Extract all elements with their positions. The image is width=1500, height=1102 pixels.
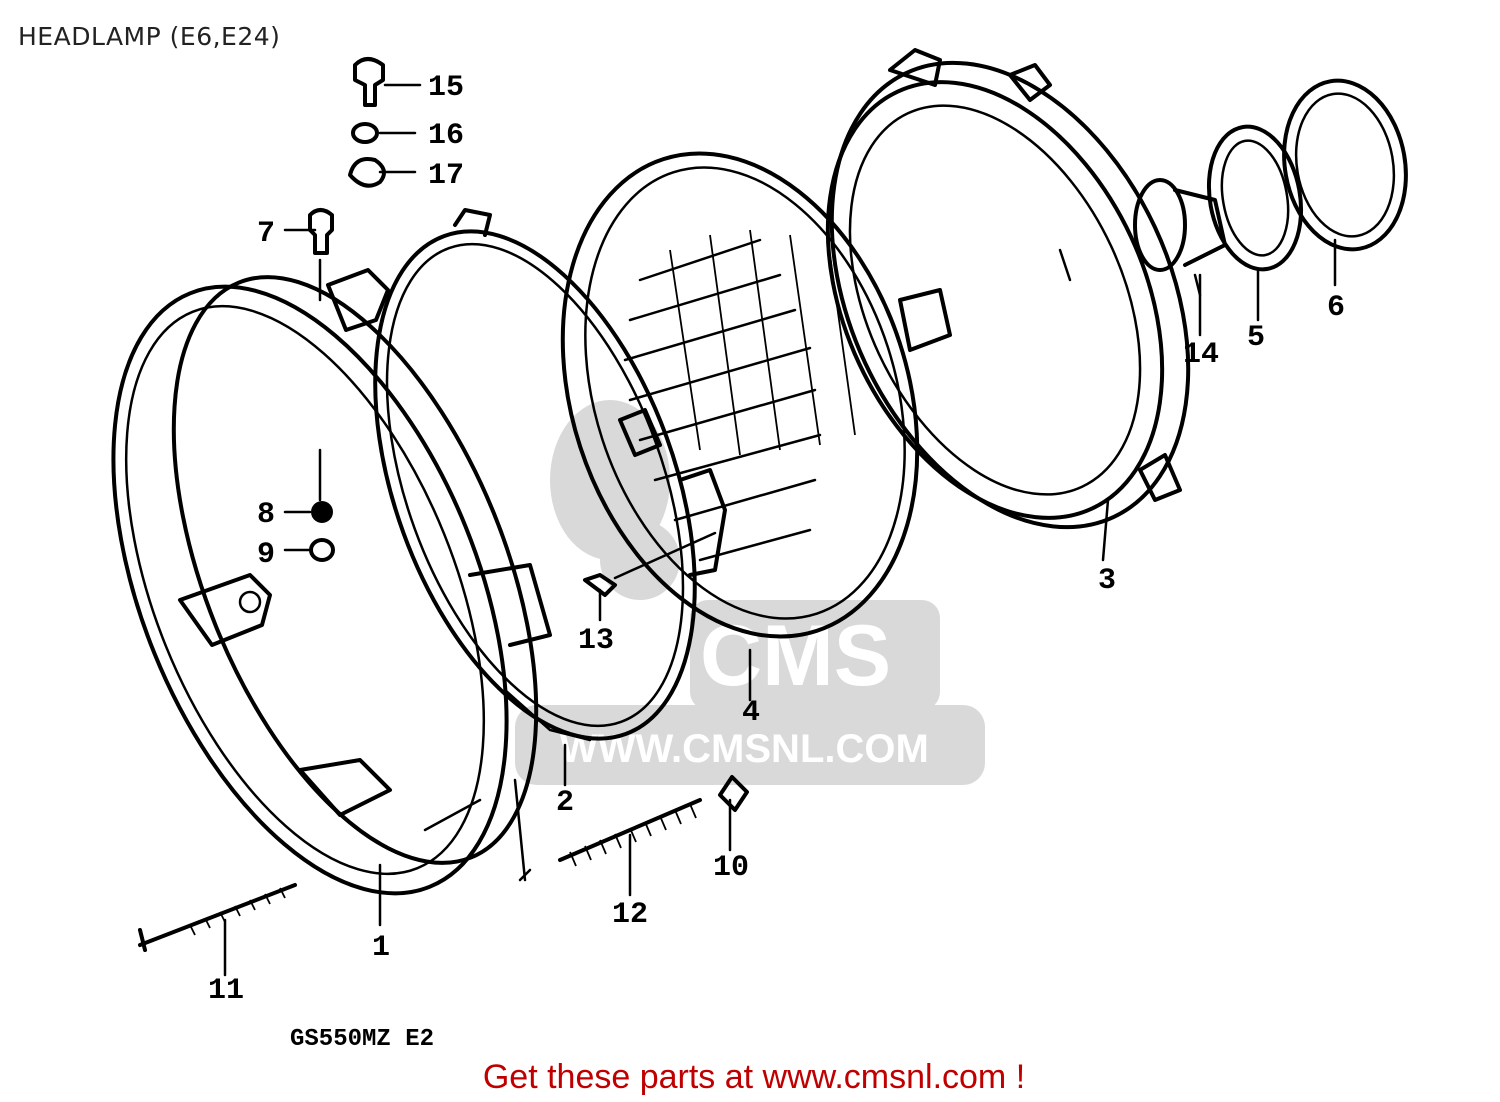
part-bolt-11	[138, 883, 297, 952]
part-lens	[560, 151, 952, 639]
callout-16: 16	[428, 119, 464, 153]
callout-5: 5	[1247, 321, 1265, 355]
callout-2: 2	[556, 786, 574, 820]
part-inner-ring	[373, 208, 697, 742]
part-washer-17	[348, 157, 386, 188]
leader-lines	[223, 83, 1337, 977]
part-socket	[1133, 178, 1227, 297]
model-label: GS550MZ E2	[290, 1026, 434, 1053]
part-washer-9	[309, 538, 335, 562]
callout-numbers: 15 16 17 7 8 9 13 1 2 3 4 5 6 14 10 11 1…	[208, 71, 1345, 1008]
part-bolt-7	[308, 208, 334, 255]
callout-4: 4	[742, 696, 760, 730]
callout-3: 3	[1098, 564, 1116, 598]
callout-6: 6	[1327, 291, 1345, 325]
part-cap	[1282, 78, 1408, 252]
part-screw-13	[583, 573, 617, 597]
callout-17: 17	[428, 159, 464, 193]
part-washer-16	[351, 122, 379, 144]
cta-link[interactable]: Get these parts at www.cmsnl.com !	[0, 1058, 1500, 1097]
cta-text[interactable]: Get these parts at www.cmsnl.com !	[482, 1058, 1026, 1096]
part-housing	[825, 48, 1191, 530]
callout-9: 9	[257, 538, 275, 572]
callout-1: 1	[372, 931, 390, 965]
callout-7: 7	[257, 217, 275, 251]
watermark-brand: CMS	[700, 608, 891, 704]
part-screw-15	[353, 57, 385, 107]
callout-13: 13	[578, 624, 614, 658]
callout-10: 10	[713, 851, 749, 885]
watermark-url: WWW.CMSNL.COM	[560, 727, 929, 771]
part-nut-8	[311, 501, 333, 523]
callout-14: 14	[1183, 338, 1219, 372]
callout-11: 11	[208, 974, 244, 1008]
part-dust-cover	[1206, 124, 1304, 272]
callout-8: 8	[257, 498, 275, 532]
page-title: HEADLAMP (E6,E24)	[18, 22, 281, 51]
callout-12: 12	[612, 898, 648, 932]
callout-15: 15	[428, 71, 464, 105]
part-rim	[111, 268, 539, 896]
part-spring-12	[558, 798, 702, 867]
